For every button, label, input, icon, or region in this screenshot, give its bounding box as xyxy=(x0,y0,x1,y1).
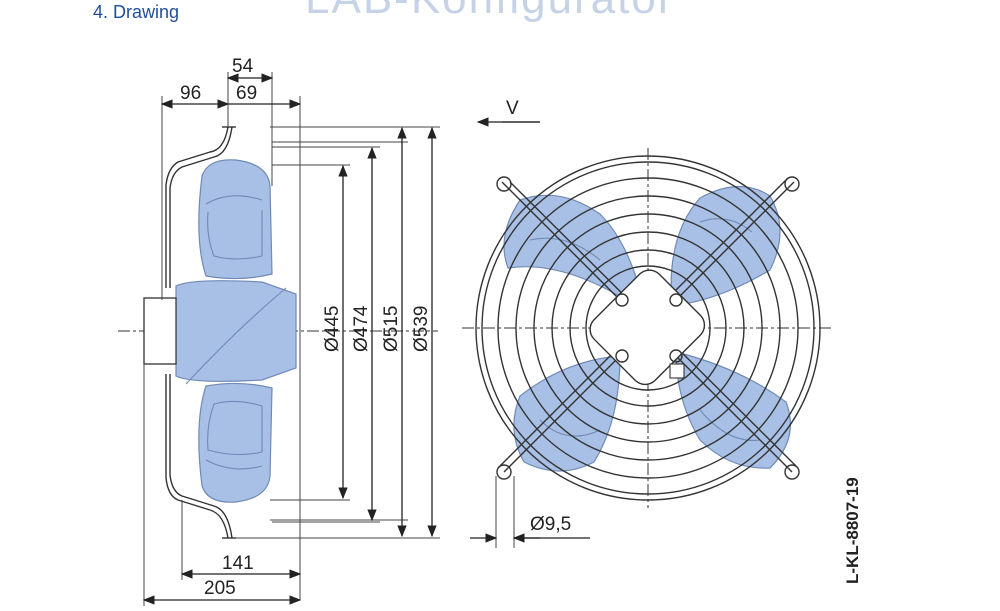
drawing-id: L-KL-8807-19 xyxy=(843,477,862,584)
guard-wire-bottom xyxy=(165,374,229,539)
guard-rings xyxy=(475,155,821,501)
dim-141: 141 xyxy=(222,553,254,574)
dim-d474: Ø474 xyxy=(351,305,372,352)
dim-54: 54 xyxy=(232,56,254,77)
front-view: Ø9,5 xyxy=(462,148,834,548)
view-label: V xyxy=(506,98,519,119)
view-arrow: V xyxy=(476,98,540,127)
front-hub xyxy=(589,269,706,386)
section-heading: 4. Drawing xyxy=(93,2,180,22)
side-blade-top xyxy=(198,159,273,280)
dim-d539: Ø539 xyxy=(411,306,432,352)
dim-205: 205 xyxy=(204,578,236,599)
dim-d445: Ø445 xyxy=(322,306,343,352)
dim-96: 96 xyxy=(180,83,201,104)
dim-69: 69 xyxy=(236,83,257,104)
side-motor xyxy=(143,280,297,385)
dim-d515: Ø515 xyxy=(381,306,402,352)
guard-wire-top xyxy=(165,126,229,288)
watermark: LAB-Konfigurator xyxy=(305,0,675,24)
side-view: 54 96 69 Ø445 Ø474 Ø515 Ø539 141 205 xyxy=(118,56,440,606)
dim-hole-d95: Ø9,5 xyxy=(530,514,571,535)
side-blade-bottom xyxy=(198,382,273,503)
